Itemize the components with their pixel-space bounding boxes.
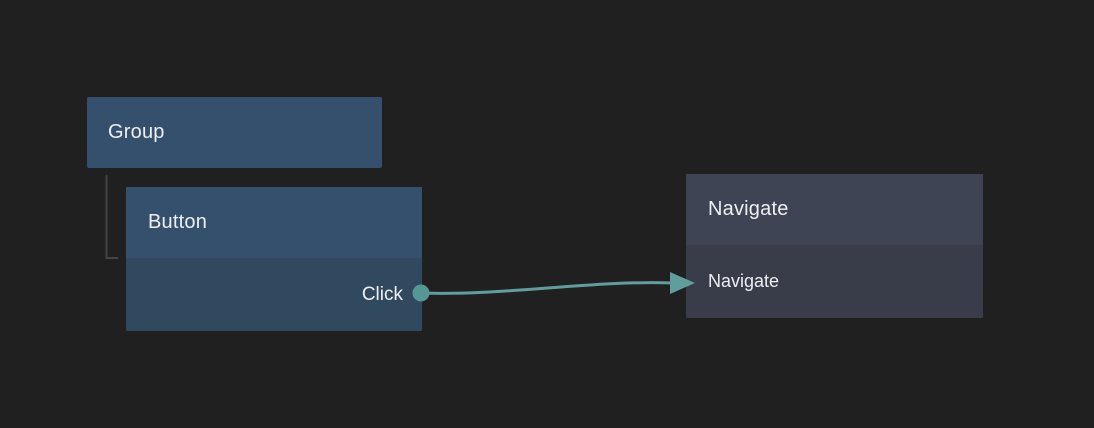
node-navigate-header[interactable]: Navigate — [686, 174, 983, 245]
node-group-header[interactable]: Group — [87, 97, 382, 168]
node-group-title: Group — [108, 121, 165, 143]
edge-click-to-navigate[interactable] — [419, 281, 675, 295]
node-button-output-row[interactable]: Click — [126, 258, 422, 331]
node-navigate-input-row[interactable]: Navigate — [686, 245, 983, 318]
node-button-header[interactable]: Button — [126, 187, 422, 258]
node-button-title: Button — [148, 211, 208, 233]
node-group[interactable]: Group — [87, 97, 382, 168]
tree-connector-line — [105, 175, 118, 259]
node-navigate[interactable]: Navigate Navigate — [686, 174, 983, 318]
output-port-click-label: Click — [361, 283, 403, 305]
input-port-navigate-label: Navigate — [708, 271, 780, 291]
node-button[interactable]: Button Click — [126, 187, 422, 331]
node-navigate-title: Navigate — [708, 198, 789, 220]
